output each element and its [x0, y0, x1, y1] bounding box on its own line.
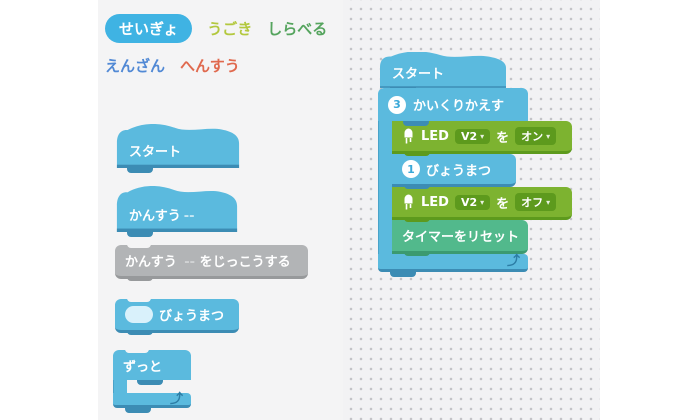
block-label: びょうまつ	[159, 309, 225, 324]
block-label: ずっと	[123, 359, 163, 375]
app-panel: せいぎょ うごき しらべる えんざん へんすう スタート	[98, 0, 600, 420]
repeat-footer: ⤴	[378, 254, 528, 272]
hat-shape	[116, 124, 240, 168]
block-palette: せいぎょ うごき しらべる えんざん へんすう スタート	[98, 0, 343, 420]
block-notch	[125, 349, 149, 353]
led-port-dropdown[interactable]: V2▾	[454, 128, 491, 144]
block-connector-tab	[404, 151, 430, 156]
dropdown-arrow-icon: ▾	[546, 131, 551, 141]
hat-shape	[380, 52, 506, 88]
block-connector-tab	[404, 217, 430, 222]
block-notch	[127, 298, 151, 302]
block-label: びょうまつ	[426, 163, 492, 179]
block-connector-tab	[403, 121, 429, 126]
tab-sensing[interactable]: しらべる	[267, 20, 328, 38]
palette-function-hat-block[interactable]: かんすう--	[115, 186, 239, 237]
block-connector-tab	[404, 251, 430, 256]
repeat-children: LED V2▾ を オン▾ 1 びょうまつ	[392, 121, 572, 256]
led-port-dropdown[interactable]: V2▾	[454, 194, 491, 210]
block-label: スタート	[392, 67, 445, 82]
reset-timer-block[interactable]: タイマーをリセット	[392, 220, 528, 256]
block-connector-tab	[127, 168, 153, 173]
script-workspace[interactable]: スタート 3 かいくりかえす	[343, 0, 600, 420]
dropdown-arrow-icon: ▾	[480, 197, 485, 207]
block-notch	[127, 244, 151, 248]
tab-operators[interactable]: えんざん	[105, 57, 166, 75]
name-placeholder[interactable]: --	[183, 209, 195, 224]
particle-label: を	[496, 196, 510, 212]
led-icon	[404, 194, 413, 209]
block-connector-tab	[127, 330, 153, 335]
forever-header[interactable]: ずっと	[113, 349, 191, 380]
seconds-input[interactable]	[125, 306, 153, 323]
repeat-count-input[interactable]: 3	[388, 95, 406, 114]
block-connector-tab	[127, 276, 153, 281]
tab-motion[interactable]: うごき	[207, 20, 253, 38]
palette-forever-block[interactable]: ずっと ⤴	[113, 349, 191, 413]
block-connector-tab	[390, 272, 416, 277]
script-repeat-block[interactable]: 3 かいくりかえす	[378, 88, 572, 277]
c-block-spine	[113, 380, 127, 393]
forever-footer: ⤴	[113, 393, 191, 408]
name-placeholder[interactable]: --	[184, 255, 196, 270]
block-label: かんすう--	[129, 209, 195, 224]
repeat-mouth: LED V2▾ を オン▾ 1 びょうまつ	[378, 121, 572, 256]
led-state-dropdown[interactable]: オン▾	[515, 127, 557, 145]
loop-arrow-icon: ⤴	[506, 254, 520, 269]
block-label: スタート	[129, 145, 182, 160]
loop-arrow-icon: ⤴	[169, 391, 183, 407]
forever-mouth	[113, 380, 191, 393]
block-connector-tab	[404, 184, 430, 189]
palette-start-hat-block[interactable]: スタート	[115, 124, 241, 173]
tab-variables[interactable]: へんすう	[180, 57, 240, 75]
repeat-header[interactable]: 3 かいくりかえす	[378, 88, 528, 126]
particle-label: を	[496, 130, 510, 146]
dropdown-arrow-icon: ▾	[546, 197, 551, 207]
dropdown-arrow-icon: ▾	[480, 131, 485, 141]
block-label: LED	[421, 194, 449, 210]
led-on-block[interactable]: LED V2▾ を オン▾	[392, 121, 572, 156]
block-label: タイマーをリセット	[402, 230, 520, 245]
script: スタート 3 かいくりかえす	[378, 52, 572, 277]
palette-wait-seconds-block[interactable]: びょうまつ	[115, 298, 239, 335]
hat-shape	[116, 186, 238, 232]
tab-control[interactable]: せいぎょ	[105, 14, 193, 43]
block-connector-tab	[127, 232, 153, 237]
block-connector-tab	[125, 408, 151, 413]
led-off-block[interactable]: LED V2▾ を オフ▾	[392, 187, 572, 222]
script-start-hat-block[interactable]: スタート	[378, 52, 508, 92]
wait-seconds-block[interactable]: 1 びょうまつ	[392, 154, 516, 189]
category-tabs: せいぎょ うごき しらべる えんざん へんすう	[105, 14, 337, 76]
block-connector-tab	[137, 380, 163, 385]
led-icon	[404, 128, 413, 143]
c-block-spine	[378, 121, 392, 254]
block-label: かんすう -- をじっこうする	[125, 255, 291, 270]
seconds-input[interactable]: 1	[402, 160, 420, 178]
block-label: かいくりかえす	[413, 99, 505, 114]
block-label: LED	[421, 128, 449, 144]
palette-call-function-block[interactable]: かんすう -- をじっこうする	[115, 244, 308, 281]
led-state-dropdown[interactable]: オフ▾	[515, 193, 557, 211]
